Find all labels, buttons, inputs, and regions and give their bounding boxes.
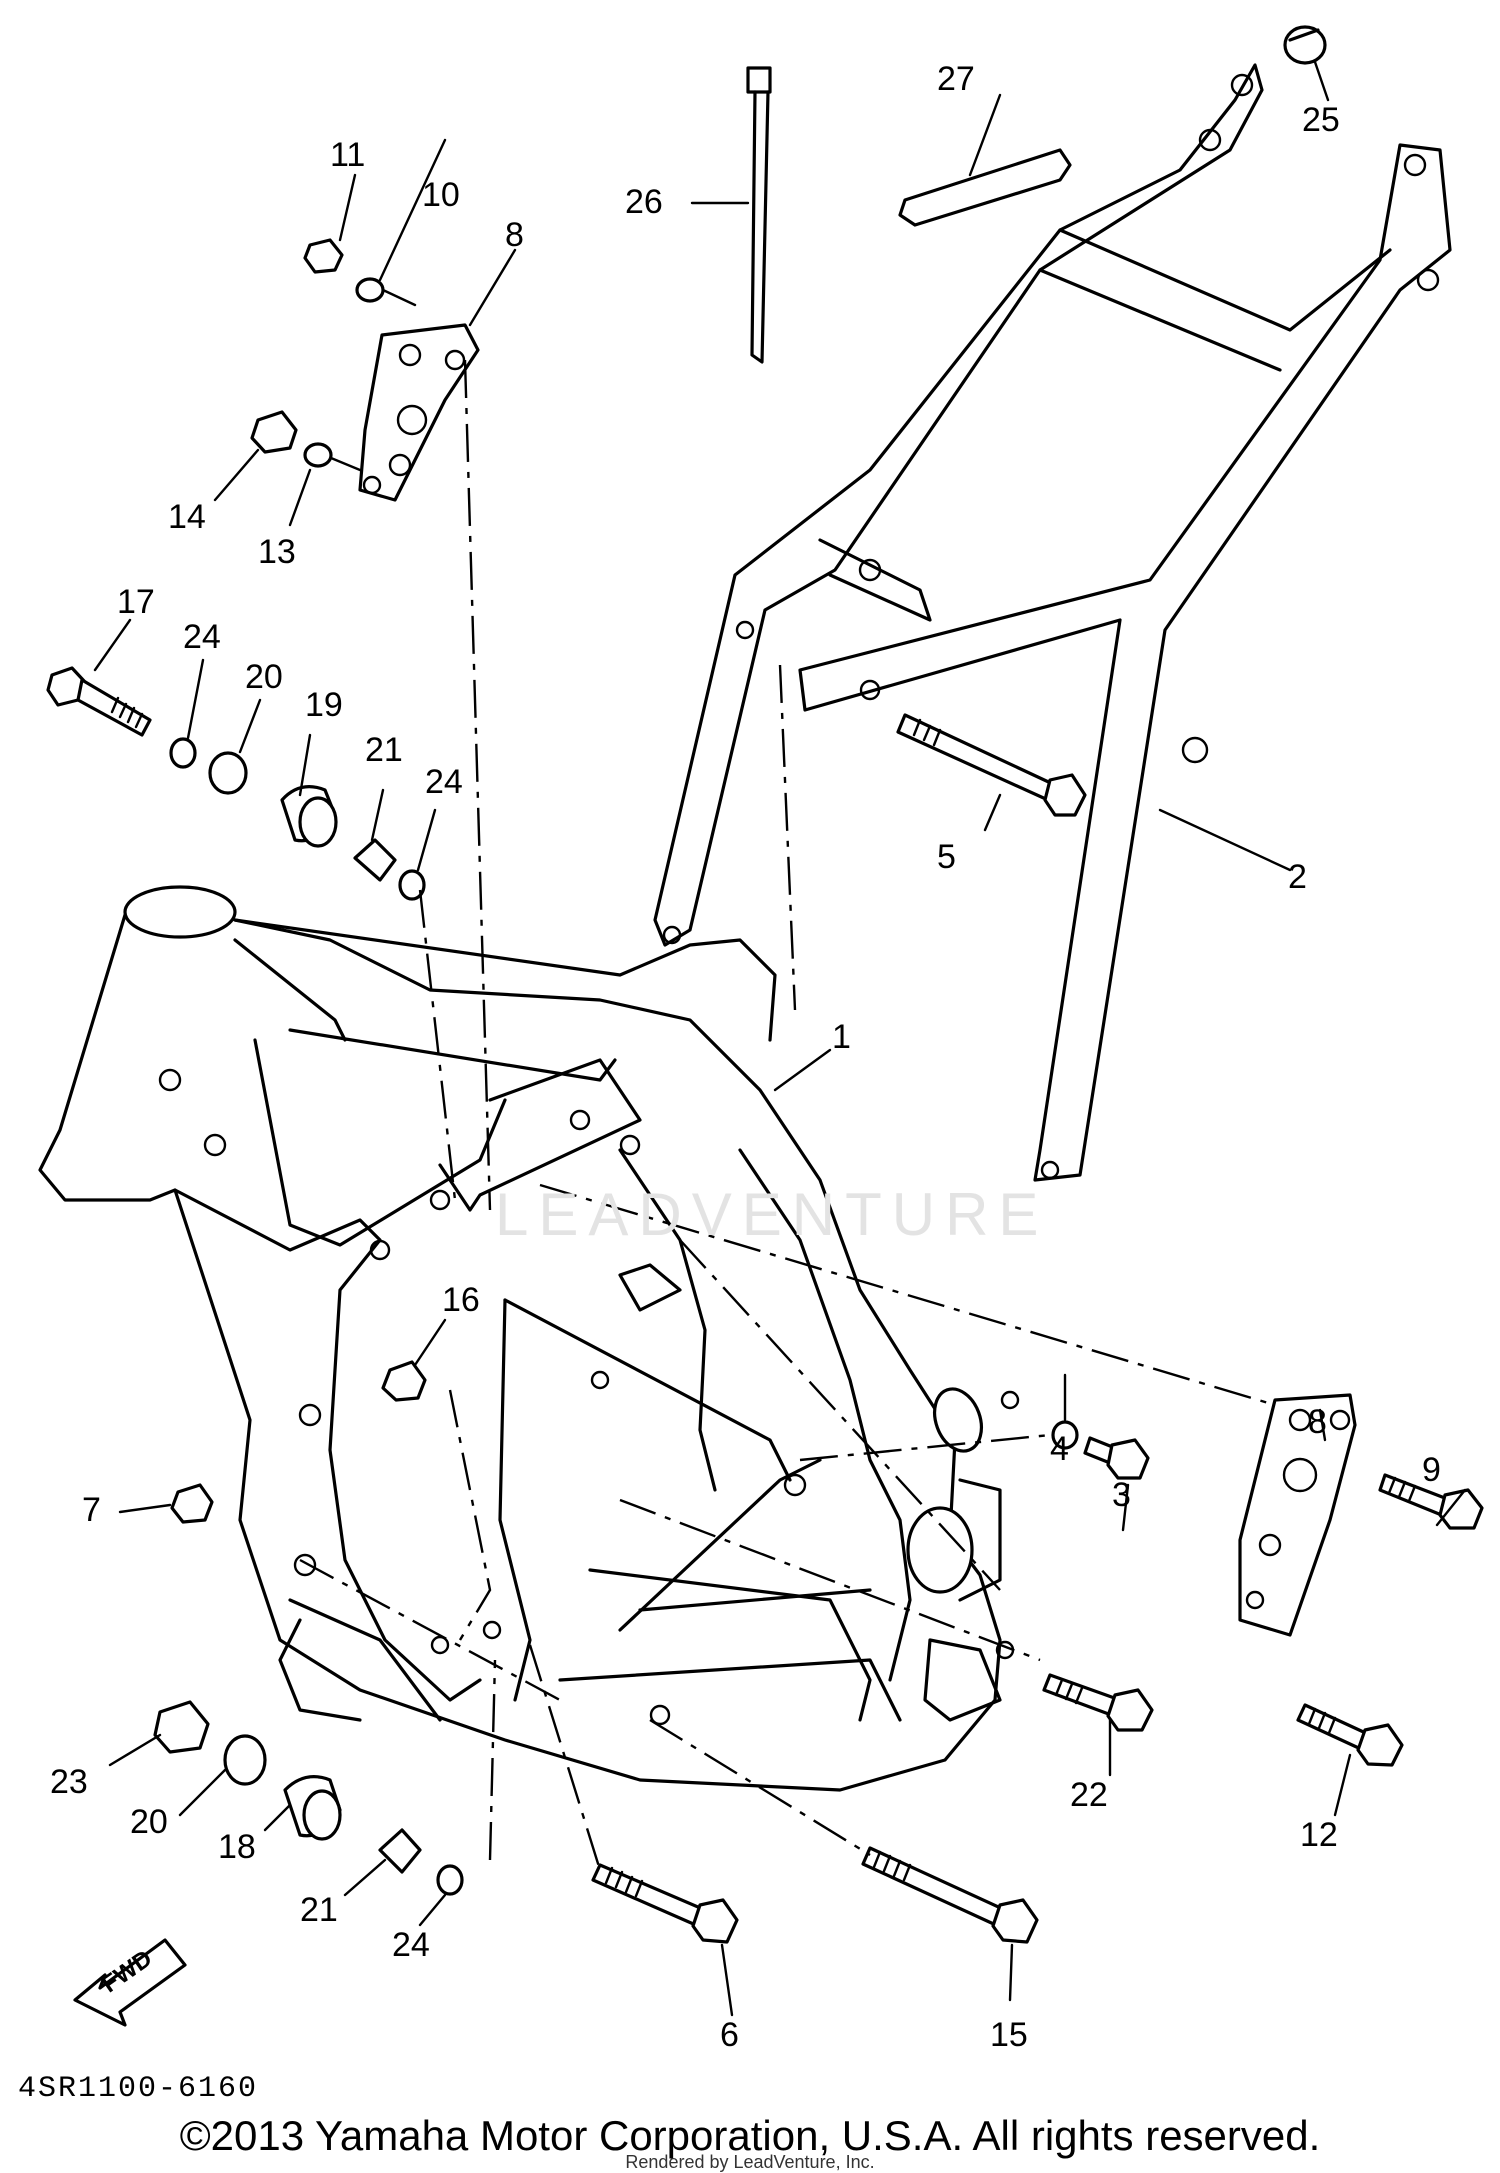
part-label-7: 7	[82, 1491, 101, 1529]
part-label-24-top: 24	[183, 618, 221, 656]
part-label-24-mid: 24	[425, 763, 463, 801]
part-label-11: 11	[330, 136, 366, 174]
part-label-19: 19	[305, 686, 343, 724]
part-label-21-bottom: 21	[300, 1891, 338, 1929]
main-frame-drawing	[38, 885, 1020, 1792]
part-label-8-right: 8	[1308, 1403, 1327, 1441]
part-label-3: 3	[1112, 1476, 1131, 1514]
part-label-2: 2	[1288, 858, 1307, 896]
part-label-5: 5	[937, 838, 956, 876]
rear-subframe-drawing	[653, 63, 1452, 1182]
part-label-4: 4	[1050, 1430, 1069, 1468]
part-label-20-top: 20	[245, 658, 283, 696]
part-label-27: 27	[937, 60, 975, 98]
part-label-26: 26	[625, 183, 663, 221]
diagram-code: 4SR1100-6160	[18, 2072, 259, 2106]
part-label-8-upper: 8	[505, 216, 524, 254]
leader-lines	[93, 60, 1467, 2017]
part-label-25: 25	[1302, 101, 1340, 139]
part-label-1: 1	[832, 1018, 851, 1056]
part-label-12: 12	[1300, 1816, 1338, 1854]
part-label-16: 16	[442, 1281, 480, 1319]
part-label-6: 6	[720, 2016, 739, 2054]
part-label-23: 23	[50, 1763, 88, 1801]
part-label-17: 17	[117, 583, 155, 621]
part-label-21-top: 21	[365, 731, 403, 769]
engine-mount-plate-right-drawing	[1238, 1393, 1357, 1637]
part-label-10: 10	[422, 176, 460, 214]
watermark: LEADVENTURE	[495, 1181, 1049, 1248]
hardware-drawing	[46, 25, 1484, 2027]
part-label-22: 22	[1070, 1776, 1108, 1814]
engine-mount-plate-upper-drawing	[358, 323, 480, 502]
part-label-18: 18	[218, 1828, 256, 1866]
part-label-14: 14	[168, 498, 206, 536]
rendered-by-credit: Rendered by LeadVenture, Inc.	[625, 2152, 875, 2172]
part-label-20-bottom: 20	[130, 1803, 168, 1841]
copyright-notice: ©2013 Yamaha Motor Corporation, U.S.A. A…	[179, 2112, 1321, 2159]
part-label-24-bottom: 24	[392, 1926, 430, 1964]
part-label-15: 15	[990, 2016, 1028, 2054]
part-label-9: 9	[1422, 1451, 1441, 1489]
part-label-13: 13	[258, 533, 296, 571]
